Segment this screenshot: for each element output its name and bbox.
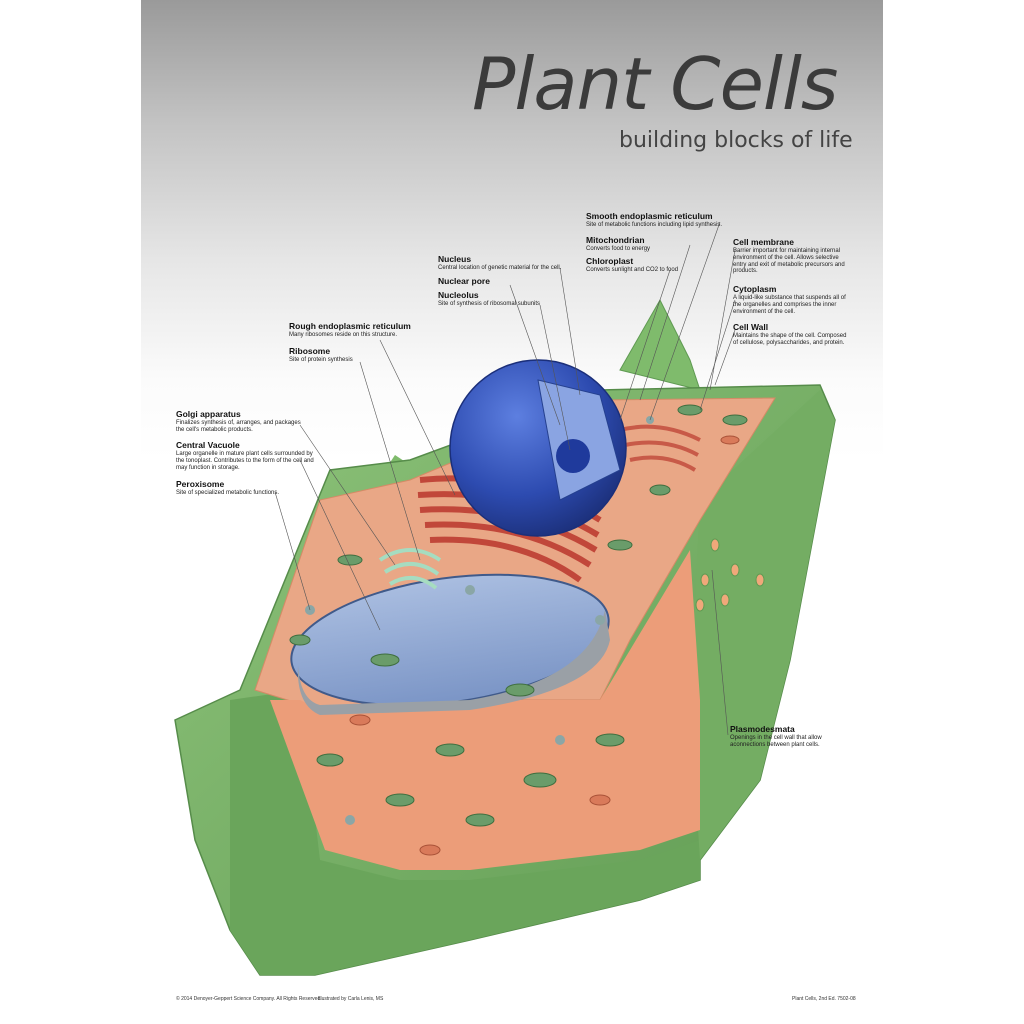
cell-wall-front-face: [230, 690, 700, 975]
chloroplasts: [289, 404, 748, 827]
label-desc: Site of specialized metabolic functions.: [176, 489, 280, 496]
label-title: Central Vacuole: [176, 440, 240, 450]
leader-lines: [274, 221, 736, 736]
label-desc: Many ribosomes reside on this structure.: [289, 331, 398, 338]
label-title: Ribosome: [289, 346, 331, 356]
label-cell-membrane: Cell membrane Barrier important for main…: [733, 237, 853, 275]
mitochondria: [349, 435, 740, 856]
footer-illustrator: Illustrated by Carla Lenis, MS: [318, 996, 384, 1002]
label-title: Plasmodesmata: [730, 724, 795, 734]
label-nucleus: Nucleus Central location of genetic mate…: [438, 254, 578, 272]
label-cytoplasm: Cytoplasm A liquid-like substance that s…: [733, 284, 853, 315]
footer-copyright: © 2014 Denoyer-Geppert Science Company. …: [176, 996, 322, 1002]
label-desc: Finalizes synthesis of, arranges, and pa…: [176, 419, 301, 433]
label-central-vacuole: Central Vacuole Large organelle in matur…: [176, 440, 318, 471]
label-desc: Site of synthesis of ribosomal subunits: [438, 300, 541, 307]
label-rough-er: Rough endoplasmic reticulum Many ribosom…: [289, 321, 429, 339]
label-desc: Openings in the cell wall that allow aco…: [730, 734, 822, 748]
label-peroxisome: Peroxisome Site of specialized metabolic…: [176, 479, 308, 497]
poster-title: Plant Cells: [472, 42, 838, 126]
label-cell-wall: Cell Wall Maintains the shape of the cel…: [733, 322, 853, 347]
label-title: Chloroplast: [586, 256, 634, 266]
label-nucleolus: Nucleolus Site of synthesis of ribosomal…: [438, 290, 558, 308]
label-mitochondrian: Mitochondrian Converts food to energy: [586, 235, 706, 253]
plasmodesmata: [695, 538, 765, 612]
golgi-apparatus: [378, 548, 442, 590]
cell-wall-right-face: [690, 390, 835, 860]
label-ribosome: Ribosome Site of protein synthesis: [289, 346, 409, 364]
label-chloroplast: Chloroplast Converts sunlight and CO2 to…: [586, 256, 706, 274]
label-desc: Barrier important for maintaining intern…: [733, 247, 845, 275]
label-nuclear-pore: Nuclear pore: [438, 276, 558, 287]
label-title: Cell membrane: [733, 237, 794, 247]
peroxisomes: [305, 416, 654, 825]
label-desc: Large organelle in mature plant cells su…: [176, 450, 314, 471]
label-title: Rough endoplasmic reticulum: [289, 321, 411, 331]
label-golgi: Golgi apparatus Finalizes synthesis of, …: [176, 409, 308, 434]
poster-subtitle: building blocks of life: [619, 128, 853, 153]
cytoplasm-cut-face: [270, 550, 700, 870]
label-title: Cell Wall: [733, 322, 769, 332]
label-desc: Site of protein synthesis: [289, 356, 353, 363]
label-title: Nuclear pore: [438, 276, 490, 286]
footer-edition: Plant Cells, 2nd Ed. 7502-08: [792, 996, 856, 1002]
label-desc: Site of metabolic functions including li…: [586, 221, 723, 228]
nucleolus: [556, 439, 590, 473]
label-desc: Maintains the shape of the cell. Compose…: [733, 332, 847, 346]
smooth-er: [619, 424, 701, 472]
label-desc: Converts food to energy: [586, 245, 651, 252]
label-title: Mitochondrian: [586, 235, 645, 245]
label-title: Nucleolus: [438, 290, 479, 300]
label-title: Cytoplasm: [733, 284, 777, 294]
label-desc: Central location of genetic material for…: [438, 264, 562, 271]
label-desc: Converts sunlight and CO2 to food: [586, 266, 679, 273]
label-desc: A liquid-like substance that suspends al…: [733, 294, 846, 315]
label-title: Nucleus: [438, 254, 472, 264]
label-title: Peroxisome: [176, 479, 225, 489]
cell-wall-back-fin: [619, 298, 701, 391]
label-title: Smooth endoplasmic reticulum: [586, 211, 713, 221]
label-title: Golgi apparatus: [176, 409, 241, 419]
label-smooth-er: Smooth endoplasmic reticulum Site of met…: [586, 211, 746, 229]
label-plasmodesmata: Plasmodesmata Openings in the cell wall …: [730, 724, 840, 749]
